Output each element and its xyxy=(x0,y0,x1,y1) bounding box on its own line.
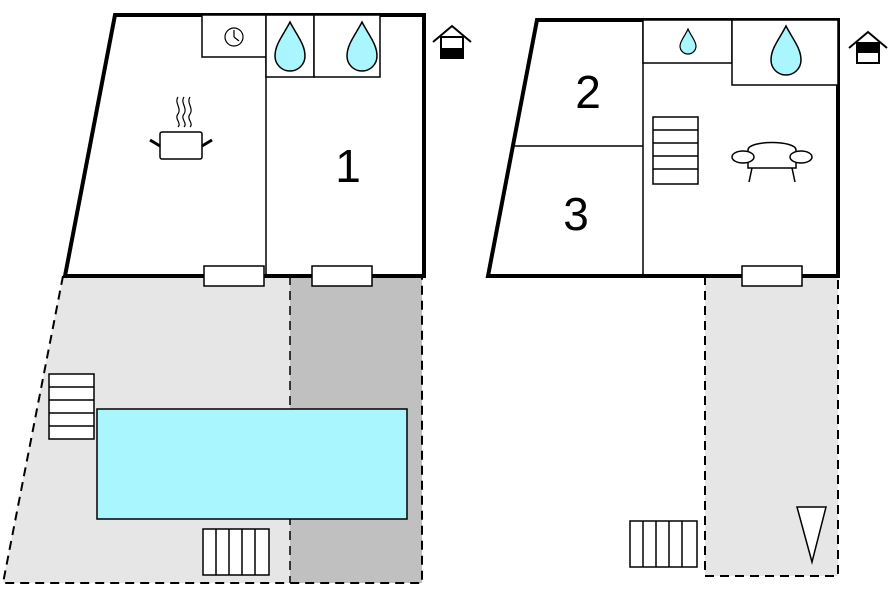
pool-steps xyxy=(202,528,270,576)
house-upper-floor-icon xyxy=(848,30,888,64)
window xyxy=(311,265,373,287)
water-drop-icon xyxy=(274,20,306,72)
balcony-outline xyxy=(704,276,839,577)
upper-floor: 2 3 xyxy=(485,18,888,577)
stairs-icon xyxy=(629,520,698,568)
triangle-icon xyxy=(796,506,827,565)
ground-floor: 1 xyxy=(1,13,472,584)
room-label-bedroom-3: 3 xyxy=(563,188,589,240)
interior-stairs xyxy=(652,116,699,185)
window xyxy=(203,265,265,287)
water-drop-icon xyxy=(770,24,802,76)
cooking-pot-icon xyxy=(149,96,213,160)
window xyxy=(741,265,803,287)
water-drop-icon xyxy=(679,27,697,55)
clock-icon xyxy=(224,27,244,47)
swimming-pool xyxy=(96,408,408,520)
water-drop-icon xyxy=(346,20,378,72)
room-label-bedroom-2: 2 xyxy=(575,66,601,118)
sofa-icon xyxy=(731,141,813,183)
room-label-bedroom-1: 1 xyxy=(335,140,361,192)
house-ground-floor-icon xyxy=(432,24,472,59)
terrace-outline xyxy=(1,275,423,584)
pool-ladder xyxy=(48,373,95,440)
